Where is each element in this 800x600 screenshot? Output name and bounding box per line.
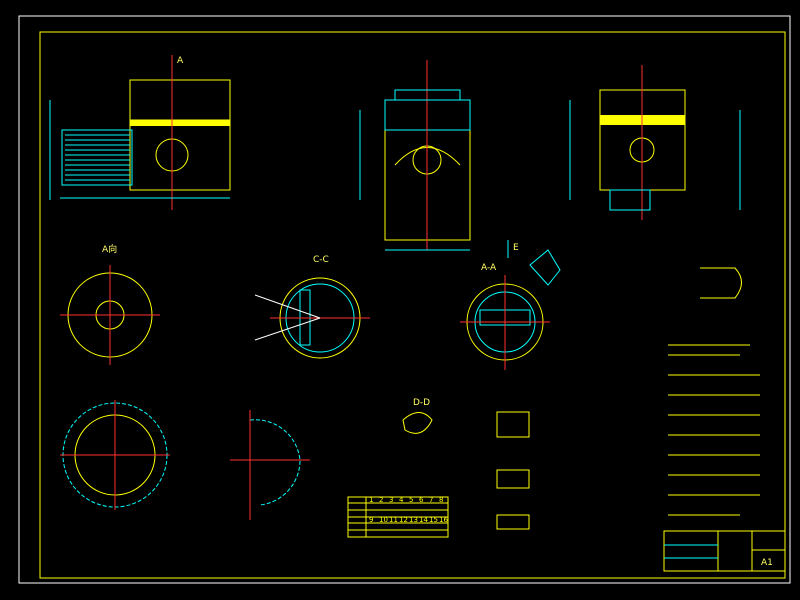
piston-elevation-left: [49, 55, 231, 210]
table-cell: 3: [389, 496, 393, 504]
table-cell: 1: [369, 496, 373, 504]
data-table: [347, 496, 449, 538]
table-cell: 9: [369, 516, 373, 524]
table-cell: 16: [439, 516, 448, 524]
table-cell: 13: [409, 516, 418, 524]
radial-hole-pattern: [60, 400, 170, 510]
table-cell: 10: [379, 516, 388, 524]
piston-section-center: [359, 60, 471, 251]
view-a-circle: [60, 265, 160, 365]
view-a-label: A向: [102, 243, 117, 255]
section-dd-label: D-D: [413, 398, 430, 408]
table-cell: 15: [429, 516, 438, 524]
table-cell: 8: [439, 496, 443, 504]
table-cell: 6: [419, 496, 424, 504]
sheet-size: A1: [761, 558, 773, 568]
table-cell: 12: [399, 516, 408, 524]
half-radial-pattern: [230, 410, 310, 520]
small-table-2: [496, 469, 530, 489]
title-block: [663, 530, 786, 572]
inner-frame: [39, 31, 786, 579]
table-cell: 4: [399, 496, 404, 504]
outer-frame: [18, 15, 791, 584]
table-cell: 7: [429, 496, 433, 504]
section-aa-view: [460, 275, 550, 370]
detail-e-label: E: [513, 243, 519, 253]
table-cell: 14: [419, 516, 428, 524]
section-aa-label: A-A: [481, 263, 497, 273]
table-cell: 5: [409, 496, 413, 504]
section-cc-view: [254, 277, 370, 359]
detail-e-view: [529, 249, 742, 299]
table-cell: 11: [389, 516, 398, 524]
table-cell: 2: [379, 496, 383, 504]
view-label-a: A: [177, 56, 184, 66]
small-table-1: [496, 411, 530, 438]
small-table-3: [496, 514, 530, 530]
section-cc-label: C-C: [313, 255, 329, 265]
piston-section-right: [569, 65, 741, 220]
technical-notes: [668, 344, 760, 516]
section-dd-shape: [402, 412, 433, 434]
